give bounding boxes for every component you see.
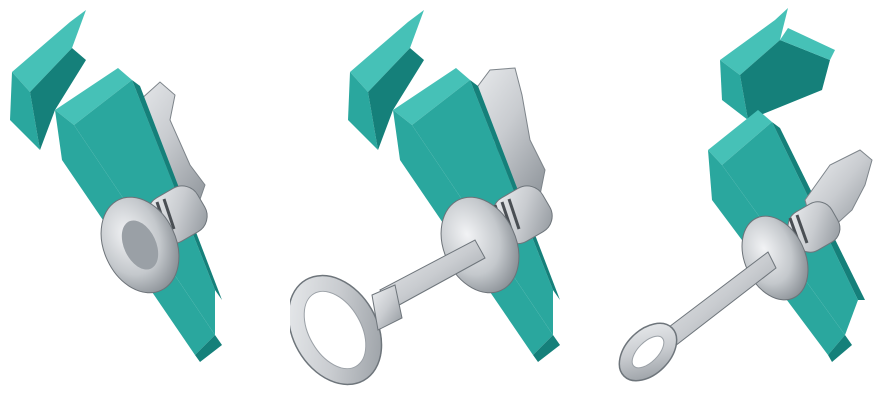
key-bow	[290, 259, 402, 401]
lock-key-turned-panel	[590, 0, 880, 407]
lock-key-inserted-panel	[290, 0, 590, 407]
lock-closed-illustration	[0, 0, 290, 407]
lock-key-turned-illustration	[590, 0, 880, 407]
lock-key-inserted-illustration	[290, 0, 590, 407]
key-shaft	[665, 252, 776, 346]
lock-closed-panel	[0, 0, 290, 407]
